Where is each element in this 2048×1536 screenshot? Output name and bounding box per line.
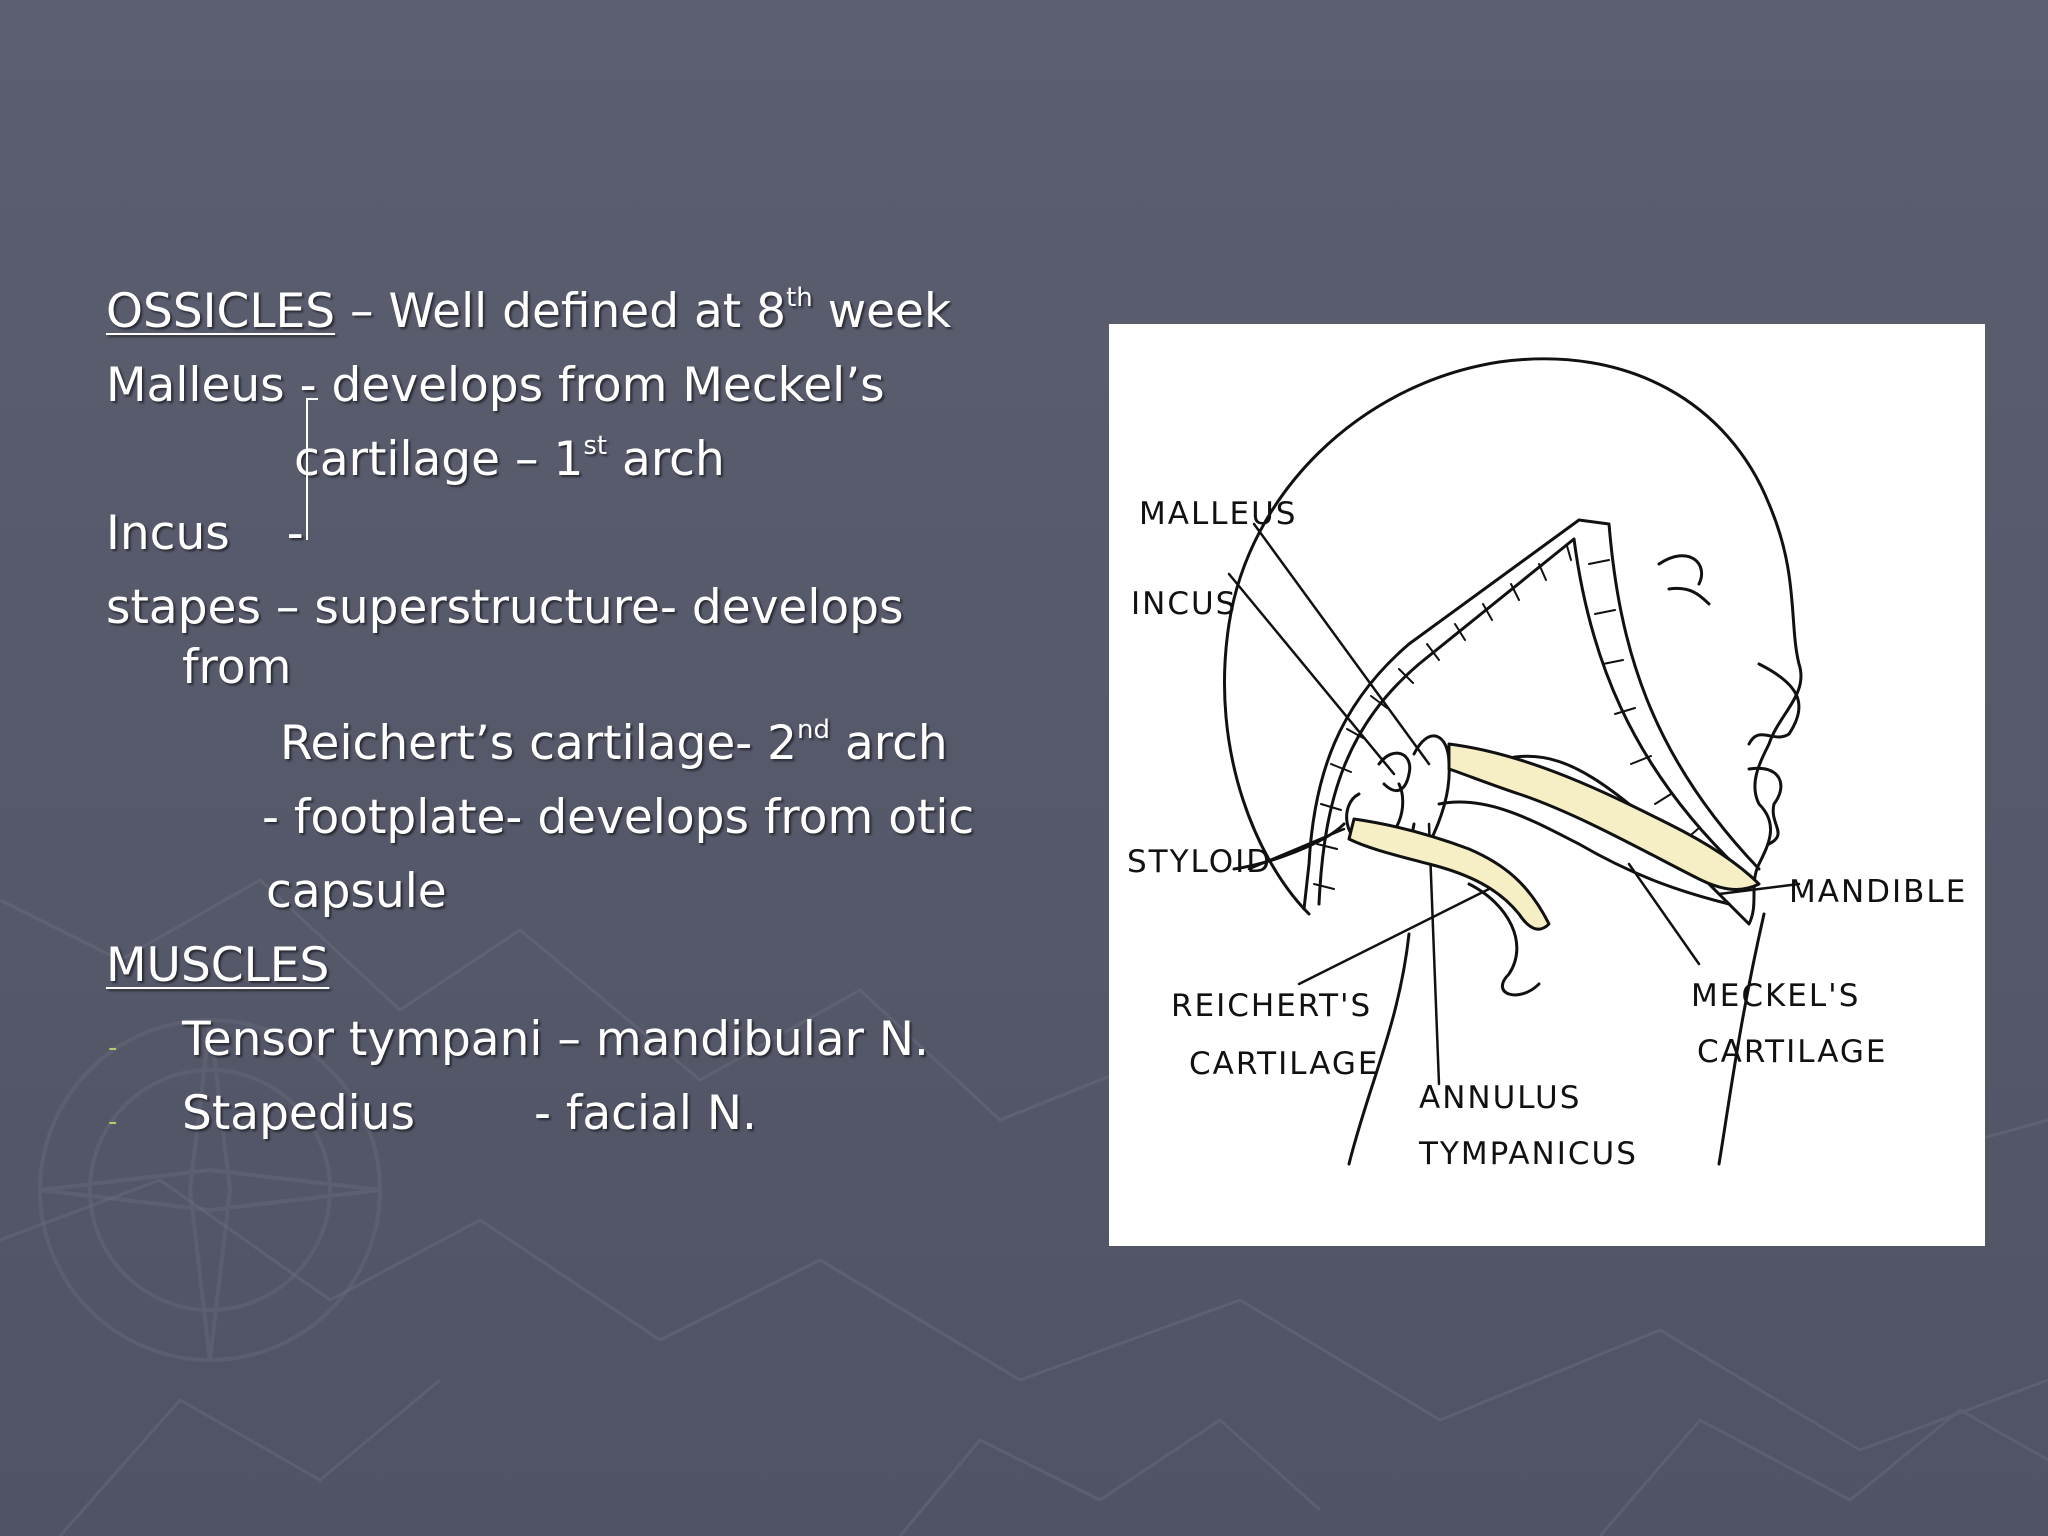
label-reicherts-1: REICHERT'S	[1171, 988, 1372, 1024]
muscle-nerve-2: - facial N.	[533, 1086, 757, 1141]
ossicles-heading: OSSICLES	[106, 284, 336, 339]
incus-shape	[1377, 751, 1412, 792]
muscle-item-1: Tensor tympani – mandibular N.	[182, 1010, 929, 1070]
leader-mandible	[1717, 882, 1801, 896]
malleus-line-2-text: cartilage – 1	[294, 432, 584, 487]
leader-reicherts	[1297, 882, 1501, 986]
incus-label: Incus	[106, 506, 230, 561]
footplate-line-1: - footplate- develops from otic	[262, 790, 975, 845]
label-malleus: MALLEUS	[1139, 496, 1297, 532]
label-mandible: MANDIBLE	[1789, 874, 1967, 910]
label-annulus-1: ANNULUS	[1419, 1080, 1581, 1116]
stapes-line-2: from	[182, 640, 292, 695]
meckels-cartilage	[1447, 742, 1761, 891]
eye	[1657, 554, 1711, 606]
hyoid-curve	[1467, 882, 1541, 997]
label-annulus-2: TYMPANICUS	[1418, 1136, 1638, 1172]
leader-meckels	[1627, 862, 1701, 966]
head-diagram-svg: MALLEUS INCUS STYLOID REICHERT'S CARTILA…	[1127, 357, 1967, 1172]
stapes-line-3: Reichert’s cartilage- 2nd arch	[280, 714, 948, 774]
leader-annulus	[1427, 822, 1441, 1086]
neck-back	[1347, 932, 1411, 1166]
label-styloid: STYLOID	[1127, 844, 1272, 880]
muscle-name-1: Tensor tympani	[182, 1012, 543, 1067]
nose	[1747, 662, 1801, 746]
footplate-line-2: capsule	[266, 864, 447, 919]
skull-outline	[1223, 357, 1803, 926]
label-meckels-1: MECKEL'S	[1691, 978, 1860, 1014]
bullet-marker-2: -	[108, 1107, 118, 1137]
leader-malleus	[1252, 522, 1431, 766]
muscle-name-2: Stapedius	[182, 1086, 415, 1141]
stapes-line-3-end: arch	[830, 716, 948, 771]
muscle-nerve-1: – mandibular N.	[557, 1012, 929, 1067]
malleus-line-2: cartilage – 1st arch	[294, 430, 725, 490]
cutaway-inner	[1317, 537, 1741, 906]
ossicles-heading-line: OSSICLES – Well defined at 8th week	[106, 282, 951, 342]
diagram-labels: MALLEUS INCUS STYLOID REICHERT'S CARTILA…	[1127, 496, 1967, 1172]
stapes-line-3-text: Reichert’s cartilage- 2	[280, 716, 798, 771]
leader-styloid	[1247, 827, 1346, 871]
cutaway-hatch	[1313, 545, 1700, 890]
malleus-line-2-sup: st	[583, 431, 608, 462]
head-diagram: MALLEUS INCUS STYLOID REICHERT'S CARTILA…	[1109, 324, 1985, 1246]
cutaway-outer	[1302, 518, 1761, 911]
incus-line: Incus -	[106, 504, 304, 564]
malleus-line-1: Malleus - develops from Meckel’s	[106, 358, 885, 413]
jaw-lower	[1437, 800, 1731, 906]
stapes-line-1: stapes – superstructure- develops	[106, 580, 904, 635]
lips	[1747, 766, 1783, 846]
reicherts-cartilage	[1347, 817, 1551, 931]
styloid-process	[1232, 822, 1346, 871]
muscles-heading: MUSCLES	[106, 938, 330, 993]
ossicles-heading-rest: – Well defined at 8	[350, 284, 787, 339]
incus-dash: -	[286, 506, 304, 561]
neck-front	[1717, 912, 1766, 1166]
label-reicherts-2: CARTILAGE	[1189, 1046, 1379, 1082]
ossicles-heading-end: week	[812, 284, 952, 339]
stapes-line-3-sup: nd	[797, 715, 831, 746]
bullet-marker-1: -	[108, 1033, 118, 1063]
malleus-line-2-end: arch	[607, 432, 725, 487]
muscle-item-2: Stapedius - facial N.	[182, 1084, 757, 1144]
label-meckels-2: CARTILAGE	[1697, 1034, 1887, 1070]
leader-incus	[1227, 572, 1396, 776]
malleus-incus-bracket	[306, 398, 318, 540]
label-incus: INCUS	[1131, 586, 1237, 622]
ossicles-heading-sup: th	[786, 283, 813, 314]
